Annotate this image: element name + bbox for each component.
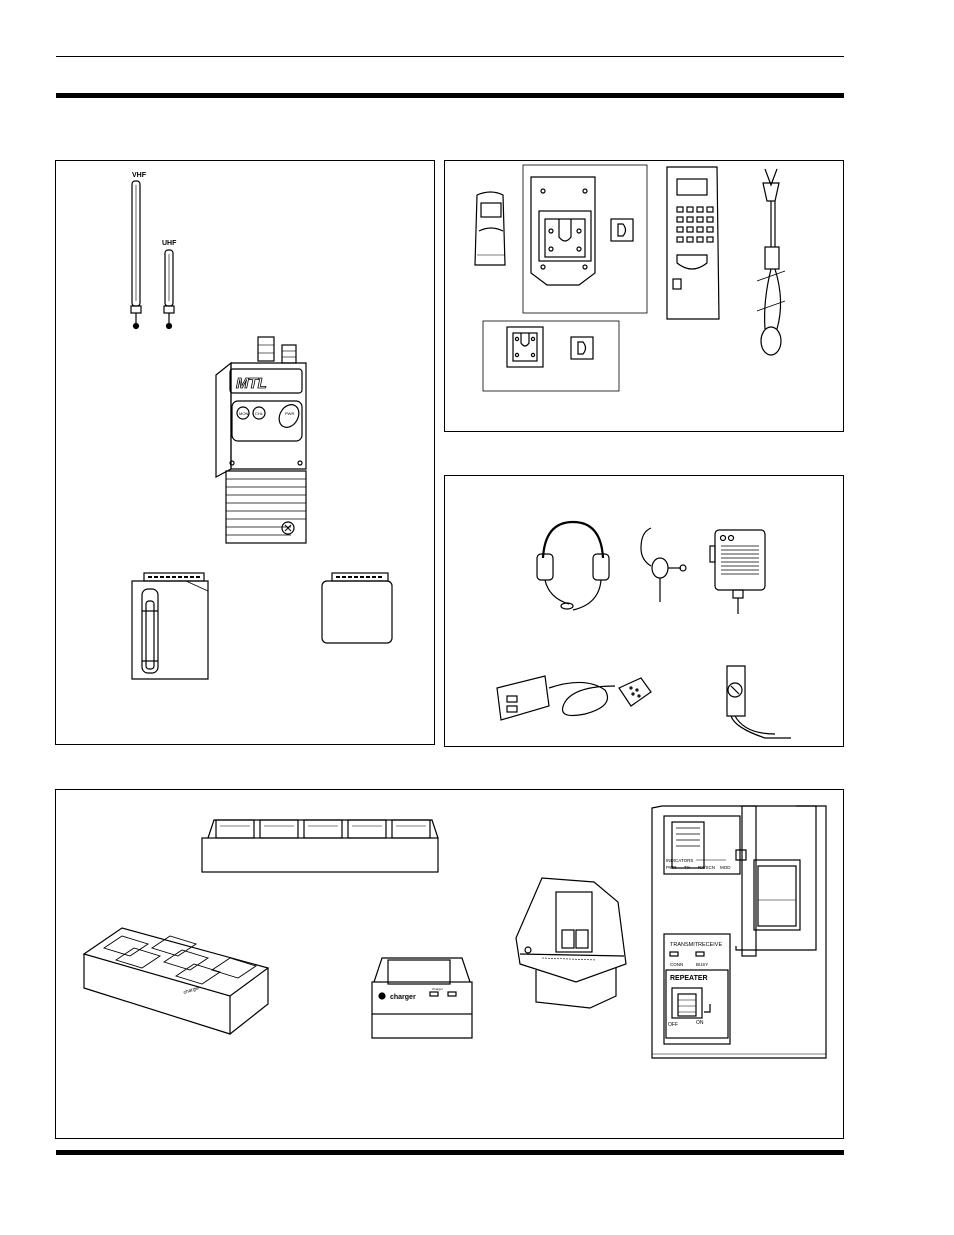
radio-button-chl: CHL xyxy=(255,411,264,416)
single-unit-charger-illustration: charger Charger xyxy=(371,957,473,1039)
single-charger-caption: Charger xyxy=(432,987,443,991)
single-charger-logo: charger xyxy=(390,994,416,1001)
headset-illustration xyxy=(536,520,610,611)
belt-clip-plate-illustration xyxy=(530,176,634,286)
repeater-switch-on: ON xyxy=(696,1020,704,1026)
multi-unit-charger-illustration xyxy=(201,819,439,873)
repeater-led-conn: CONN xyxy=(670,962,683,967)
battery-large-illustration xyxy=(131,572,209,680)
belt-clip-small-illustration xyxy=(506,326,594,368)
vehicle-charger-cradle-illustration xyxy=(515,877,627,1009)
six-bay-charger-tray-illustration: charger xyxy=(82,927,270,1035)
chargers-repeater-panel: charger charger Charger xyxy=(55,789,844,1139)
belt-clip-small-box xyxy=(482,320,620,392)
vehicle-adaptor-illustration xyxy=(726,665,791,739)
repeater-status-rx: RX/SCN xyxy=(698,865,715,870)
repeater-mode-transmit: TRANSMIT xyxy=(670,942,699,948)
battery-small-illustration xyxy=(321,572,393,644)
remote-control-unit-illustration xyxy=(496,675,652,721)
belt-holster-illustration xyxy=(474,191,506,266)
portable-radio-illustration: MTL MON CHL PWR xyxy=(215,336,307,544)
repeater-unit-illustration: INDICATORS PWR TX RX/SCN MOD TRANSMIT RE… xyxy=(651,805,827,1059)
repeater-status-pwr: PWR xyxy=(666,865,677,870)
carry-accessories-panel xyxy=(444,160,844,432)
earpiece-microphone-illustration xyxy=(640,527,687,602)
uhf-antenna-illustration: UHF xyxy=(162,240,177,330)
footer-rule-thick xyxy=(56,1150,844,1155)
leather-carry-case-illustration xyxy=(666,166,720,320)
repeater-mode-receive: RECEIVE xyxy=(698,942,722,948)
speaker-microphone-illustration xyxy=(709,529,766,614)
header-rule-thick xyxy=(56,93,844,98)
audio-accessories-panel xyxy=(444,475,844,747)
repeater-switch-title: REPEATER xyxy=(670,975,708,982)
radio-button-pwr: PWR xyxy=(285,411,294,416)
belt-clip-box xyxy=(522,164,648,314)
carry-strap-illustration xyxy=(756,168,786,356)
radio-button-mon: MON xyxy=(239,411,248,416)
repeater-status-mod: MOD xyxy=(720,865,731,870)
uhf-label: UHF xyxy=(162,240,177,247)
vhf-antenna-illustration: VHF xyxy=(130,172,147,330)
radio-brand-logo: MTL xyxy=(236,375,267,392)
repeater-status-tx: TX xyxy=(684,865,690,870)
header-rule-thin xyxy=(56,56,844,57)
radio-antennas-batteries-panel: VHF UHF MTL xyxy=(55,160,435,745)
repeater-switch-off: OFF xyxy=(668,1022,678,1028)
tray-charger-logo: charger xyxy=(183,985,201,996)
repeater-status-row: INDICATORS xyxy=(666,858,693,863)
repeater-led-busy: BUSY xyxy=(696,962,708,967)
vhf-label: VHF xyxy=(132,172,147,179)
